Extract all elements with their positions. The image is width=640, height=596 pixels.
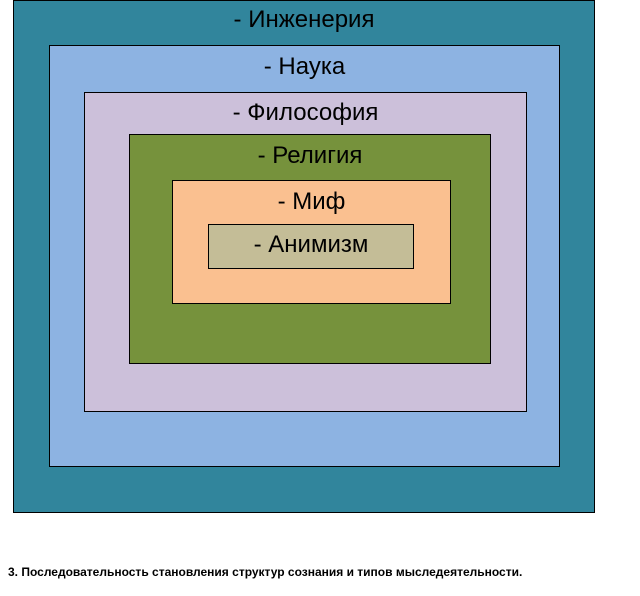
label-myth: - Миф xyxy=(277,188,346,215)
figure-caption: 3. Последовательность становления структ… xyxy=(8,565,523,579)
label-animism: - Анимизм xyxy=(253,231,369,258)
label-science: - Наука xyxy=(263,53,346,80)
label-engineering: - Инженерия xyxy=(233,6,375,33)
label-philosophy: - Философия xyxy=(232,99,379,126)
label-religion: - Религия xyxy=(257,142,363,169)
box-animism: - Анимизм xyxy=(208,224,414,269)
